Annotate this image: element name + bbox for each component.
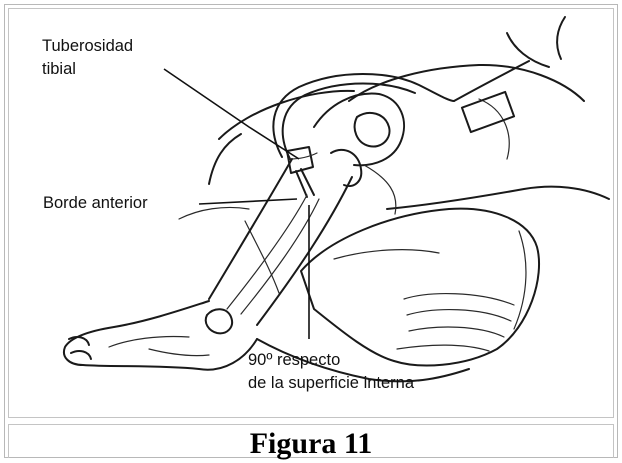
leg-needle-illustration: Tuberosidad tibial Borde anterior 90º re… [9, 9, 614, 418]
label-angle-line1: 90º respecto [248, 351, 340, 369]
label-tuberosity-line1: Tuberosidad [42, 37, 133, 55]
support-pad [301, 209, 539, 366]
label-tuberosity-line2: tibial [42, 60, 76, 78]
caption-row: Figura 11 [8, 424, 614, 458]
thigh [349, 17, 609, 209]
label-anterior-border: Borde anterior [43, 194, 148, 212]
leader-lines [164, 69, 309, 339]
leader-tuberosity [164, 69, 299, 159]
drape [179, 91, 354, 293]
figure-caption: Figura 11 [250, 427, 373, 460]
leader-anterior-border [199, 199, 297, 204]
lower-leg [209, 159, 352, 325]
ankle [206, 309, 232, 333]
figure-illustration-area: Tuberosidad tibial Borde anterior 90º re… [8, 8, 614, 418]
knee [314, 94, 404, 214]
label-angle-line2: de la superficie interna [248, 374, 415, 392]
